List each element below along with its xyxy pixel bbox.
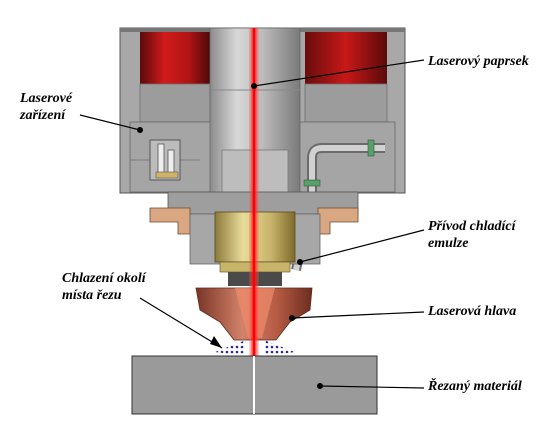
leader-lines <box>79 59 425 389</box>
label-laser-beam: Laserový paprsek <box>428 54 529 69</box>
leader-dots <box>137 83 323 389</box>
coolant-spray <box>215 340 295 356</box>
left-fitting <box>149 139 181 181</box>
label-laser-device: Laserové zařízení <box>20 91 73 123</box>
arrow-head <box>210 336 222 348</box>
label-laser-head: Laserová hlava <box>428 304 517 319</box>
cut-material-block <box>131 355 378 415</box>
label-coolant-supply: Přívod chladící emulze <box>428 219 516 251</box>
label-cut-material: Řezaný materiál <box>428 379 522 394</box>
label-cooling-area: Chlazení okolí místa řezu <box>62 271 146 303</box>
